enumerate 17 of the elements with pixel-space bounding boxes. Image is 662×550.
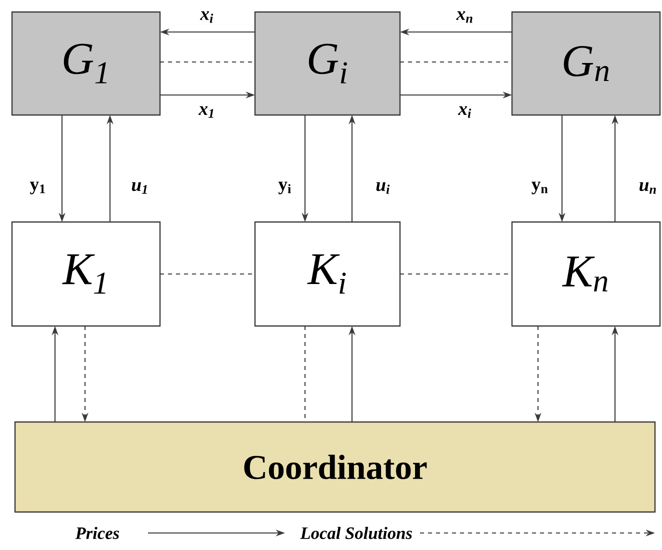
edge-label: x$_{1}$ <box>197 104 217 120</box>
process-box: G$_{1}$ <box>11 11 161 116</box>
edge-label: x$_{n}$ <box>455 10 475 24</box>
controller-box: K$_{i}$ <box>254 221 401 327</box>
edge-label: u$_{1}$ <box>130 180 150 196</box>
process-box: G$_{n}$ <box>511 11 661 116</box>
edge-label: u$_{n}$ <box>638 180 658 196</box>
edge-label: x$_{i}$ <box>198 10 216 24</box>
edge-label: x$_{i}$ <box>456 104 474 120</box>
coordinator-box: Coordinator <box>14 421 656 513</box>
controller-box: K$_{n}$ <box>511 221 661 327</box>
controller-box: K$_{1}$ <box>11 221 161 327</box>
edge-label: y$_{1}$ <box>28 180 48 196</box>
edge-label: y$_{i}$ <box>276 180 294 196</box>
process-box: G$_{i}$ <box>254 11 401 116</box>
edge-label: u$_{i}$ <box>374 180 392 196</box>
edge-label: y$_{n}$ <box>530 180 550 196</box>
